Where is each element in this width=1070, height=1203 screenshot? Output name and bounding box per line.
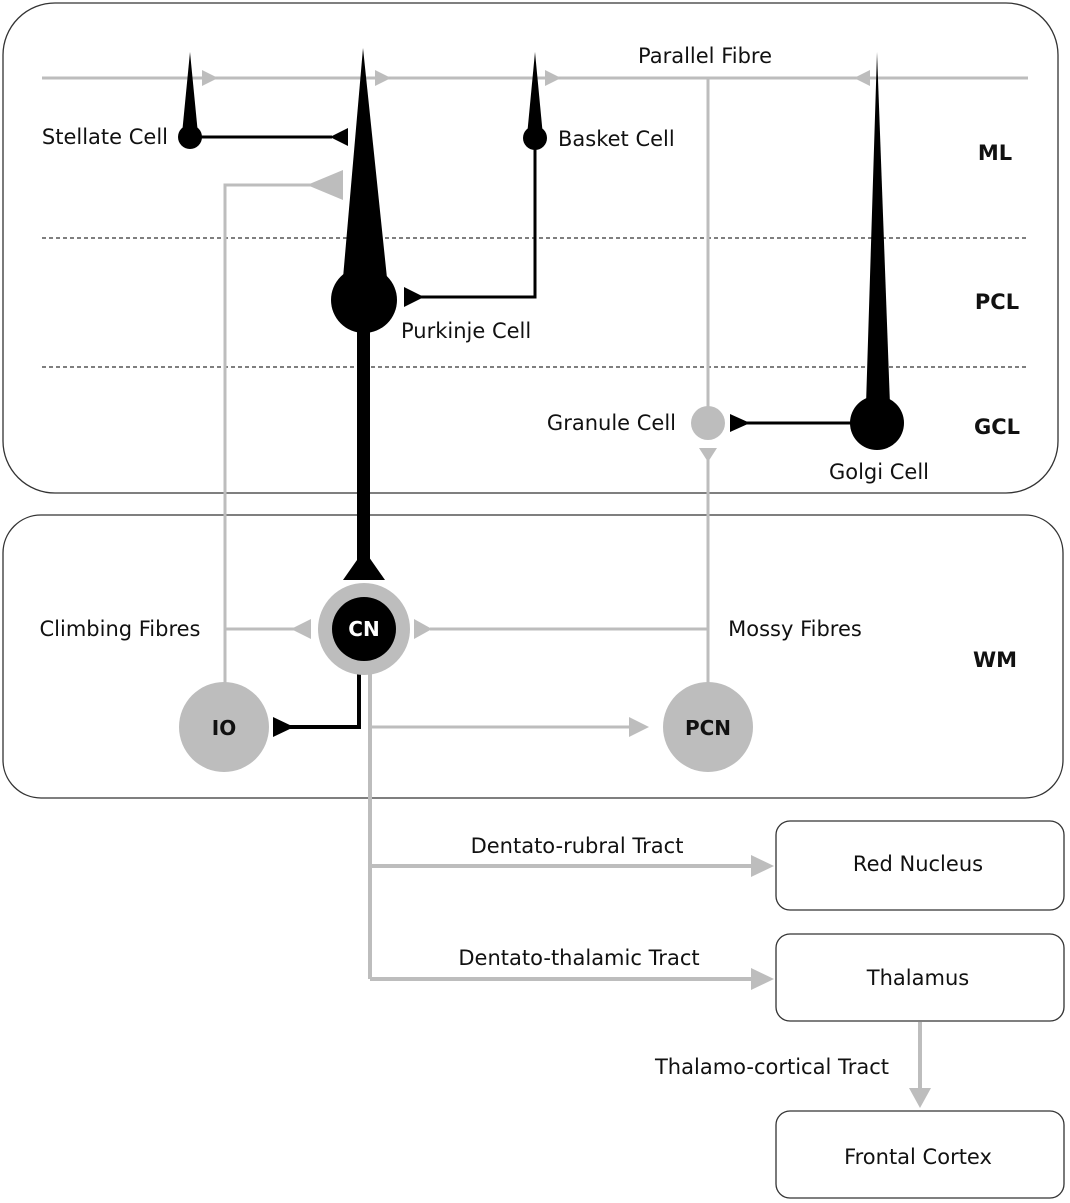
stellate-terminal: [330, 128, 348, 146]
layer-wm-label: WM: [973, 648, 1017, 672]
basket-dendrite: [527, 52, 543, 136]
golgi-dendrite: [866, 52, 890, 405]
granule-cell-label: Granule Cell: [547, 411, 676, 435]
mossy-to-cn-arrow: [414, 619, 432, 639]
purkinje-dendrite: [343, 48, 387, 278]
thalamic-arrow: [751, 968, 774, 990]
cortex-box: [2, 2, 1059, 494]
cortical-arrow: [909, 1088, 931, 1108]
gray-arrowheads: [202, 70, 931, 1108]
pf-arrow-1: [202, 70, 218, 86]
dentato-thalamic-label: Dentato-thalamic Tract: [458, 946, 699, 970]
thalamus-label: Thalamus: [866, 966, 969, 990]
purkinje-soma: [331, 267, 397, 333]
basket-terminal: [404, 287, 424, 307]
layer-pcl-label: PCL: [975, 290, 1019, 314]
red-nucleus-label: Red Nucleus: [853, 852, 983, 876]
purkinje-terminal: [343, 550, 385, 580]
layer-ml-label: ML: [978, 141, 1012, 165]
thalamo-cortical-label: Thalamo-cortical Tract: [654, 1055, 889, 1079]
cn-to-pcn-arrow: [629, 717, 649, 737]
stellate-dendrite: [182, 52, 198, 134]
io-node: [179, 682, 269, 772]
basket-axon: [418, 138, 537, 299]
layer-gcl-label: GCL: [974, 415, 1020, 439]
pcn-label: PCN: [685, 716, 731, 740]
pf-arrow-3: [545, 70, 561, 86]
golgi-terminal: [730, 414, 750, 432]
mossy-fibres-label: Mossy Fibres: [728, 617, 862, 641]
white-matter-box: [2, 514, 1064, 799]
cn-label: CN: [348, 617, 379, 641]
black-cells: [178, 48, 904, 737]
cn-to-io-terminal: [273, 717, 294, 737]
cn-to-io-axon: [290, 660, 361, 729]
basket-cell-label: Basket Cell: [558, 127, 675, 151]
climbing-to-purkinje-arrow: [307, 170, 343, 200]
frontal-cortex-label: Frontal Cortex: [844, 1145, 992, 1169]
frontal-cortex-box: [775, 1110, 1065, 1199]
pf-arrow-4: [854, 70, 870, 86]
pcn-node: [663, 682, 753, 772]
red-nucleus-box: [775, 820, 1065, 911]
rubral-arrow: [751, 855, 774, 877]
climbing-fibres-label: Climbing Fibres: [39, 617, 200, 641]
climbing-fibre-line: [223, 183, 318, 688]
stellate-cell-label: Stellate Cell: [42, 125, 168, 149]
io-label: IO: [212, 716, 236, 740]
granule-input-arrow: [699, 448, 717, 462]
golgi-cell-label: Golgi Cell: [829, 460, 929, 484]
parallel-fibre-label: Parallel Fibre: [638, 44, 772, 68]
granule-soma: [691, 406, 725, 440]
climbing-to-cn-arrow: [291, 619, 311, 639]
pf-arrow-2: [375, 70, 391, 86]
cn-inner: [332, 597, 396, 661]
dentato-rubral-label: Dentato-rubral Tract: [471, 834, 684, 858]
purkinje-axon: [357, 320, 370, 560]
purkinje-cell-label: Purkinje Cell: [401, 319, 531, 343]
thalamus-box: [775, 933, 1065, 1022]
